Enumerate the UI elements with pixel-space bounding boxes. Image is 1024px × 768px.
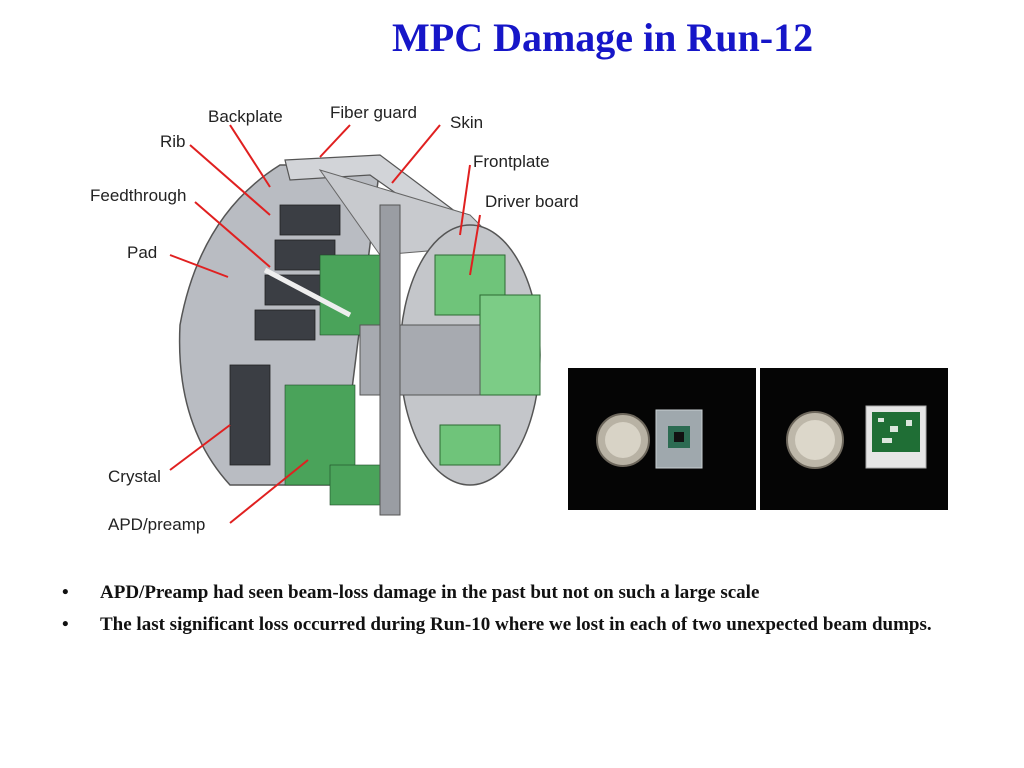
bullet-list: • APD/Preamp had seen beam-loss damage i…	[60, 580, 980, 644]
bullet-text: The last significant loss occurred durin…	[100, 614, 932, 635]
label-skin: Skin	[450, 113, 483, 132]
label-fiber-guard: Fiber guard	[330, 103, 417, 122]
detector-illustration: Backplate Fiber guard Skin Rib Frontplat…	[90, 103, 579, 534]
label-backplate: Backplate	[208, 107, 283, 126]
bullet-item: • APD/Preamp had seen beam-loss damage i…	[60, 580, 980, 606]
photo-apd-with-coin	[568, 368, 756, 510]
slide-title: MPC Damage in Run-12	[392, 15, 814, 60]
label-frontplate: Frontplate	[473, 152, 550, 171]
label-apd-preamp: APD/preamp	[108, 515, 205, 534]
mpc-detector-diagram: Backplate Fiber guard Skin Rib Frontplat…	[80, 95, 600, 545]
label-crystal: Crystal	[108, 467, 161, 486]
label-rib: Rib	[160, 132, 186, 151]
label-pad: Pad	[127, 243, 157, 262]
bullet-item: • The last significant loss occurred dur…	[60, 612, 980, 638]
label-feedthrough: Feedthrough	[90, 186, 186, 205]
photo-preamp-with-coin	[760, 368, 948, 510]
label-driver-board: Driver board	[485, 192, 579, 211]
bullet-marker: •	[62, 614, 69, 635]
bullet-marker: •	[62, 582, 69, 603]
bullet-text: APD/Preamp had seen beam-loss damage in …	[100, 582, 760, 603]
